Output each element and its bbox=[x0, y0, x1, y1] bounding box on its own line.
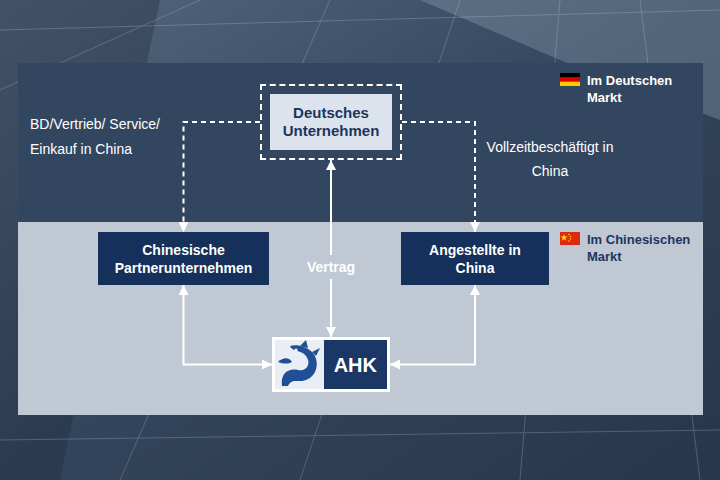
band-heading: Im Deutschen Markt bbox=[587, 72, 699, 106]
edge-label: Vollzeitbeschäftigt in China bbox=[480, 135, 620, 183]
solid-connector bbox=[184, 285, 273, 365]
employee-box: Angestellte in China bbox=[401, 232, 549, 285]
edge-label: Vertrag bbox=[303, 255, 359, 279]
box-label: Deutsches Unternehmen bbox=[270, 104, 392, 140]
edge-label: BD/Vertrieb/ Service/ Einkauf in China bbox=[30, 112, 160, 162]
dashed-connector bbox=[402, 122, 475, 232]
market-band: Im Chinesischen Markt Chinesische Partner… bbox=[18, 222, 703, 415]
dashed-connector bbox=[184, 122, 261, 232]
partner-box: Chinesische Partnerunternehmen bbox=[98, 232, 269, 285]
box-label: Angestellte in China bbox=[423, 241, 527, 277]
dragon-logo bbox=[278, 340, 320, 386]
box-label: Chinesische Partnerunternehmen bbox=[106, 241, 261, 277]
company-box: Deutsches Unternehmen bbox=[270, 94, 392, 150]
chinese-flag bbox=[560, 232, 580, 245]
solid-connector bbox=[390, 285, 475, 365]
logo-text: AHK bbox=[334, 354, 377, 376]
band-heading: Im Chinesischen Markt bbox=[587, 231, 699, 265]
german-flag bbox=[560, 73, 580, 86]
company-frame: Deutsches Unternehmen bbox=[260, 84, 402, 160]
market-band: Im Deutschen MarktDeutsches Unternehmen bbox=[18, 63, 703, 222]
ahk-box: AHK bbox=[272, 337, 390, 392]
solid-connector bbox=[330, 160, 332, 337]
